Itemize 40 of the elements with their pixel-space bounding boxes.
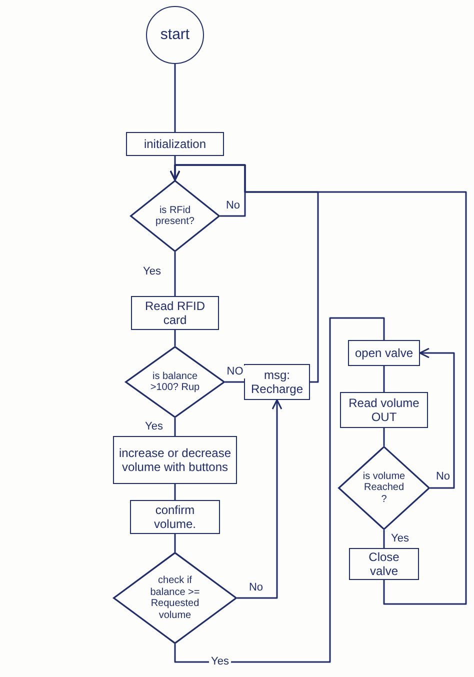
- arrow: [419, 348, 455, 489]
- step-text: open valve: [354, 346, 414, 360]
- decision-diamond: [113, 552, 237, 644]
- connector-line: [174, 534, 176, 552]
- arrow: [237, 399, 282, 599]
- process-box: [131, 296, 219, 330]
- edge-label: NO: [224, 366, 246, 378]
- connector-line: [225, 381, 244, 383]
- process-box: [113, 436, 237, 484]
- condition-text: is RFid present?: [154, 204, 196, 228]
- connector-line: [174, 317, 385, 663]
- connector-line: [174, 418, 176, 436]
- condition-text: check if balance >= Requested volume: [149, 575, 201, 621]
- connector-line: [174, 330, 176, 346]
- connector-line: [383, 530, 385, 548]
- step-text: confirm volume.: [152, 502, 198, 532]
- connector-line: [383, 366, 385, 392]
- decision-diamond: [130, 180, 220, 252]
- process-box: [126, 132, 224, 156]
- step-text: Read RFID card: [144, 298, 206, 328]
- decision-diamond: [338, 446, 430, 530]
- connector-line: [174, 252, 176, 296]
- condition-text: is balance >100? Rup: [150, 370, 200, 394]
- process-box: [130, 500, 220, 534]
- decision-diamond: [125, 346, 225, 418]
- step-text: initialization: [144, 136, 206, 152]
- connector-line: [383, 428, 385, 446]
- process-box: [340, 392, 428, 428]
- process-box: [244, 364, 310, 400]
- terminal-text: start: [160, 26, 190, 44]
- connector-line: [174, 484, 176, 500]
- connector-line: [174, 64, 176, 132]
- arrow: [170, 164, 467, 605]
- step-text: Close valve: [368, 550, 400, 578]
- step-text: msg: Recharge: [250, 368, 304, 396]
- condition-text: is volume Reached ?: [362, 470, 406, 506]
- process-box: [348, 340, 420, 366]
- process-box: [349, 548, 419, 580]
- step-text: Read volume OUT: [348, 396, 420, 424]
- step-text: increase or decrease volume with buttons: [118, 446, 232, 474]
